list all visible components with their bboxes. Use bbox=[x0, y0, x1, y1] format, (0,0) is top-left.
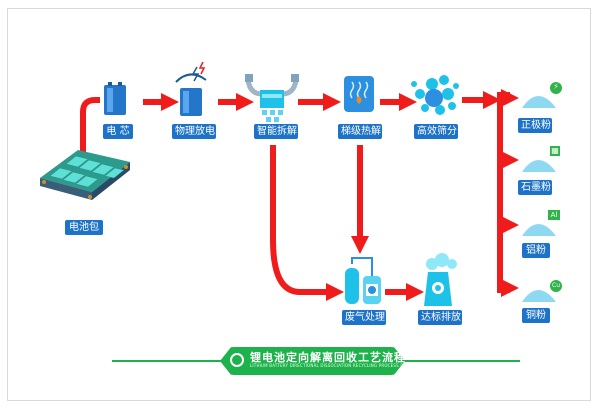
cathode-powder-pile-icon bbox=[522, 82, 562, 108]
aluminum-badge: Al bbox=[550, 211, 558, 219]
label-waste-gas: 废气处理 bbox=[342, 310, 386, 325]
arrow-pack-to-cell bbox=[80, 97, 100, 160]
graphite-badge: ▦ bbox=[551, 146, 559, 155]
page-subtitle: LITHIUM BATTERY DIRECTIONAL DISSOCIATION… bbox=[250, 363, 413, 368]
label-product-aluminum: 铝粉 bbox=[522, 243, 550, 258]
diagram-frame bbox=[7, 8, 591, 401]
label-product-graphite: 石墨粉 bbox=[518, 180, 552, 195]
label-discharge: 物理放电 bbox=[172, 124, 216, 139]
label-battery-pack: 电池包 bbox=[65, 220, 103, 235]
battery-pack-icon bbox=[40, 150, 130, 200]
page-title: 锂电池定向解离回收工艺流程 bbox=[250, 351, 406, 364]
title-banner: 锂电池定向解离回收工艺流程 LITHIUM BATTERY DIRECTIONA… bbox=[220, 347, 405, 375]
recycle-logo-icon bbox=[230, 353, 244, 367]
label-pyrolysis: 梯级热解 bbox=[338, 124, 382, 139]
label-product-cathode: 正极粉 bbox=[518, 118, 552, 133]
label-sieving: 高效筛分 bbox=[414, 124, 458, 139]
arrow-dismantle-down bbox=[270, 145, 344, 301]
pyrolysis-furnace-icon bbox=[344, 76, 374, 112]
products-bracket bbox=[497, 92, 510, 293]
copper-powder-pile-icon bbox=[522, 280, 562, 302]
copper-badge: Cu bbox=[552, 282, 560, 289]
label-product-copper: 铜粉 bbox=[522, 308, 550, 323]
battery-cell-icon bbox=[104, 82, 126, 115]
gas-tank-icon bbox=[345, 257, 381, 304]
label-emission: 达标排放 bbox=[418, 310, 462, 325]
graphite-powder-pile-icon bbox=[522, 146, 560, 172]
cooling-tower-icon bbox=[424, 253, 457, 306]
sieving-icon bbox=[411, 75, 459, 115]
aluminum-powder-pile-icon bbox=[522, 210, 560, 236]
robot-arm-icon bbox=[245, 74, 299, 122]
label-cell: 电 芯 bbox=[103, 124, 133, 139]
label-dismantle: 智能拆解 bbox=[254, 124, 298, 139]
cathode-badge: ⚡ bbox=[553, 82, 559, 91]
discharge-icon bbox=[175, 61, 207, 116]
